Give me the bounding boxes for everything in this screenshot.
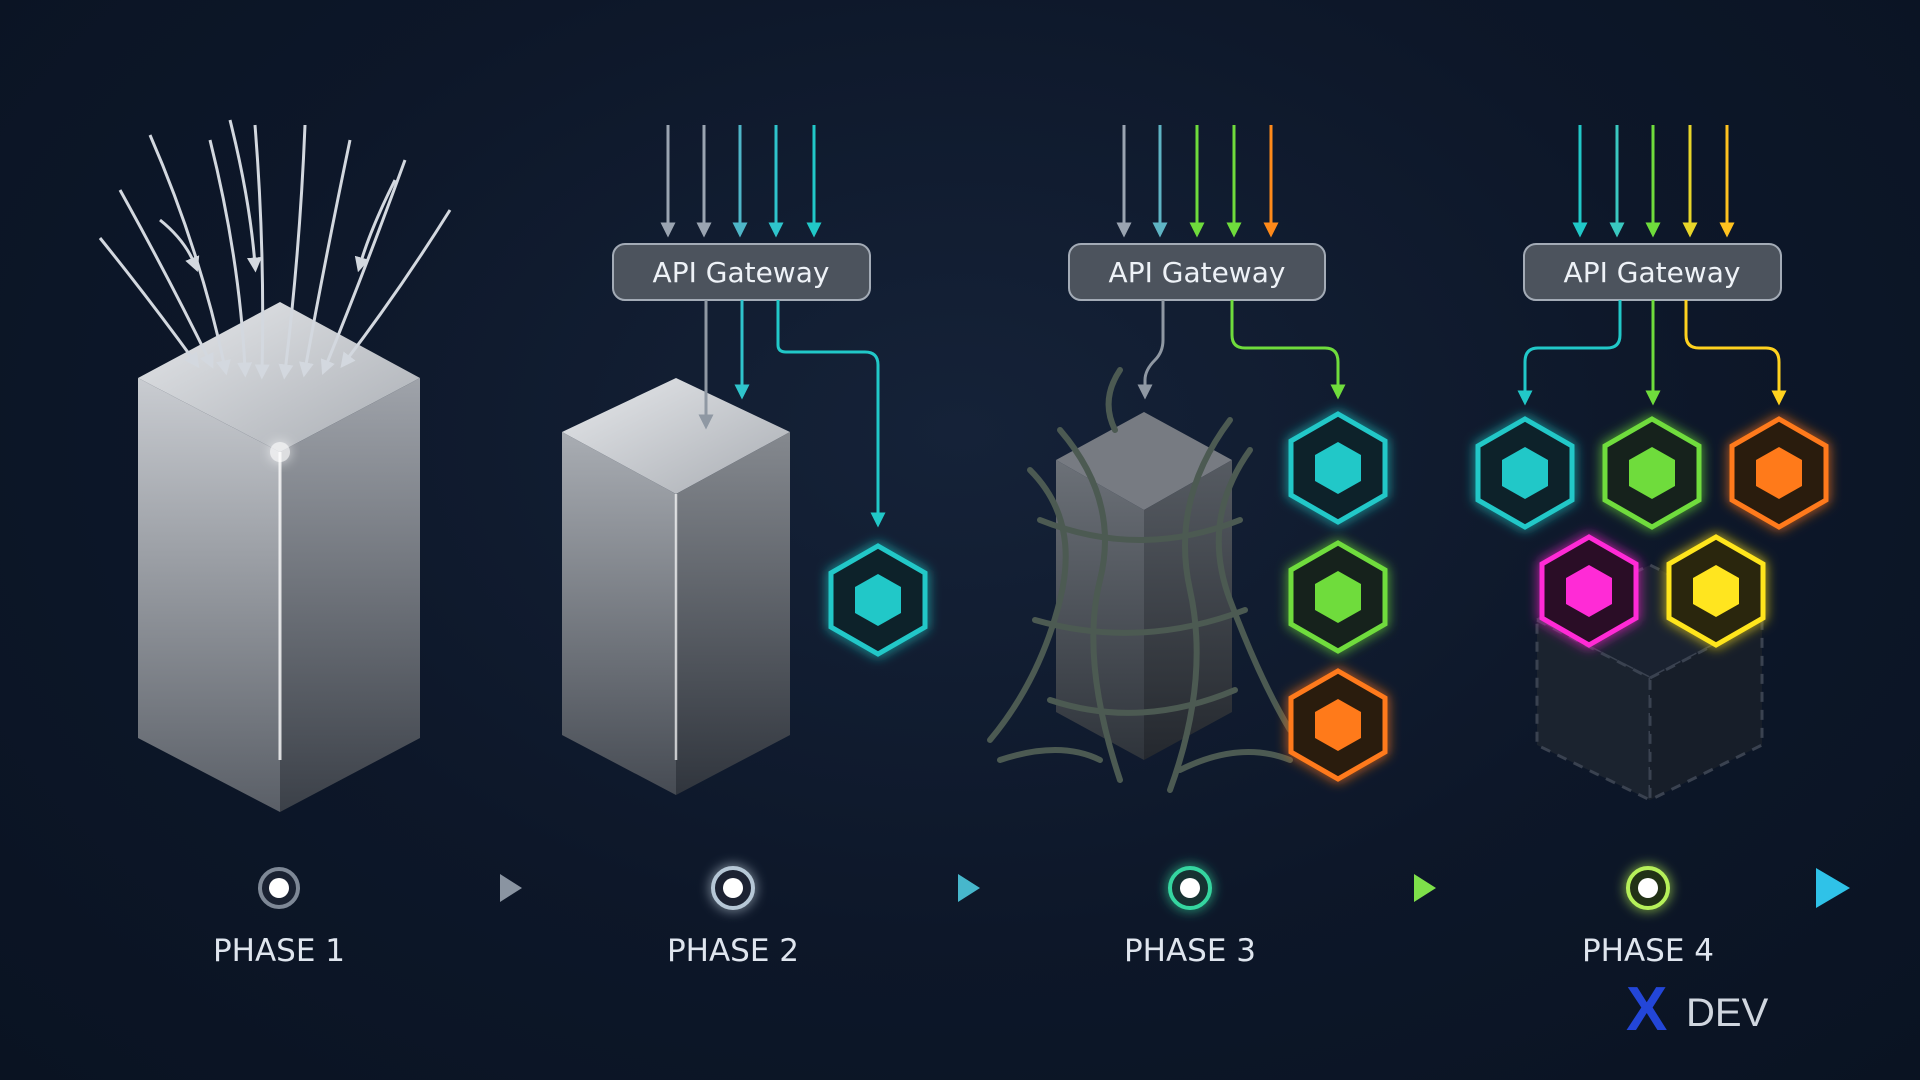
phase-2-monolith bbox=[562, 378, 790, 795]
timeline-node-phase-4 bbox=[1626, 866, 1670, 910]
phase-4-incoming-arrows bbox=[1572, 125, 1735, 238]
phase-2-service-teal bbox=[828, 543, 928, 657]
phase-2-label: PHASE 2 bbox=[667, 933, 799, 969]
phase-3-incoming-arrows bbox=[1116, 125, 1279, 238]
phase-4-service-green bbox=[1602, 416, 1702, 530]
phase-2-gateway-label: API Gateway bbox=[653, 256, 830, 289]
phase-3-service-orange bbox=[1288, 668, 1388, 782]
phase-4-service-teal bbox=[1475, 416, 1575, 530]
phase-1-label: PHASE 1 bbox=[213, 933, 345, 969]
timeline-node-phase-3 bbox=[1168, 866, 1212, 910]
brand-mark: X bbox=[1626, 975, 1667, 1044]
phase-4-ghost-monolith bbox=[1533, 563, 1766, 803]
phase-3-gateway-label: API Gateway bbox=[1109, 256, 1286, 289]
phase-4-service-yellow bbox=[1666, 534, 1766, 648]
phase-4-label: PHASE 4 bbox=[1582, 933, 1714, 969]
phase-2-incoming-arrows bbox=[660, 125, 822, 238]
phase-3-vines bbox=[987, 367, 1293, 793]
brand-text: DEV bbox=[1686, 991, 1769, 1035]
timeline-node-phase-1 bbox=[258, 867, 300, 909]
phase-1-monolith bbox=[138, 302, 420, 812]
phase-2-routing-arrows bbox=[698, 300, 886, 528]
phase-3-service-teal bbox=[1288, 411, 1388, 525]
phase-3-label: PHASE 3 bbox=[1124, 933, 1256, 969]
phase-3-service-green bbox=[1288, 540, 1388, 654]
timeline bbox=[76, 868, 1850, 908]
timeline-node-phase-2 bbox=[711, 866, 755, 910]
phase-4-gateway: API Gateway bbox=[1523, 243, 1782, 301]
phase-4-service-magenta bbox=[1539, 534, 1639, 648]
phase-3-routing-arrows bbox=[1137, 300, 1346, 400]
phase-4-service-orange bbox=[1729, 416, 1829, 530]
phase-2-gateway: API Gateway bbox=[612, 243, 871, 301]
phase-4-routing-arrows bbox=[1517, 300, 1787, 406]
phase-4-gateway-label: API Gateway bbox=[1564, 256, 1741, 289]
phase-1-request-arrows bbox=[98, 119, 452, 380]
brand-logo: X DEV bbox=[1626, 975, 1769, 1044]
phase-3-gateway: API Gateway bbox=[1068, 243, 1326, 301]
